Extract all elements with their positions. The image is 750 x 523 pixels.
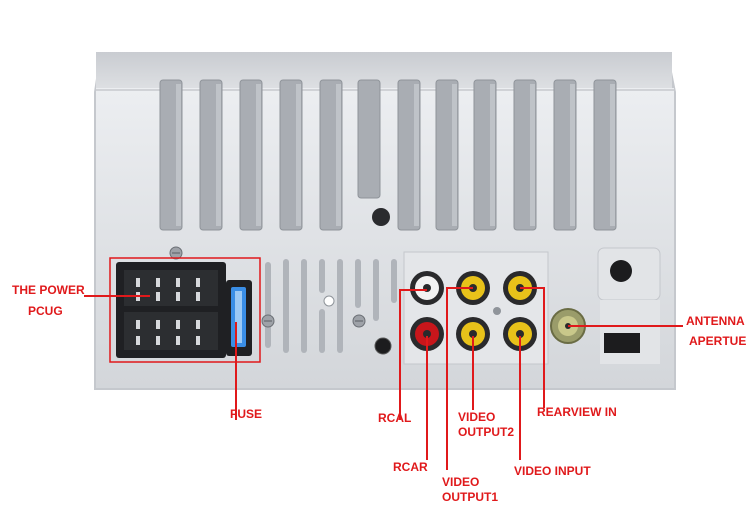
square-port — [604, 333, 640, 353]
label-video-input: VIDEO INPUT — [514, 464, 591, 478]
label-antenna-line2: APERTUE — [689, 334, 747, 348]
rca-screw — [493, 307, 501, 315]
label-video-output1-line1: VIDEO — [442, 475, 480, 489]
aux-jack — [374, 337, 392, 355]
right-hole — [610, 260, 632, 282]
slot-shading — [176, 84, 615, 226]
power-connector — [109, 257, 261, 363]
label-fuse: FUSE — [230, 407, 263, 421]
lower-vents — [265, 259, 397, 353]
screw-hole — [372, 208, 390, 226]
label-video-output1-line2: OUTPUT1 — [442, 490, 499, 504]
mounting-hole — [323, 295, 335, 307]
label-rcal: RCAL — [378, 411, 412, 425]
label-video-output2-line1: VIDEO — [458, 410, 496, 424]
screws — [169, 246, 366, 328]
label-power-line1: THE POWER — [12, 283, 85, 297]
label-antenna-line1: ANTENNA — [686, 314, 745, 328]
leader-lines — [84, 287, 683, 470]
label-power-line2: PCUG — [28, 304, 63, 318]
label-rcar: RCAR — [393, 460, 428, 474]
label-rearview-in: REARVIEW IN — [537, 405, 617, 419]
label-video-output2-line2: OUTPUT2 — [458, 425, 515, 439]
